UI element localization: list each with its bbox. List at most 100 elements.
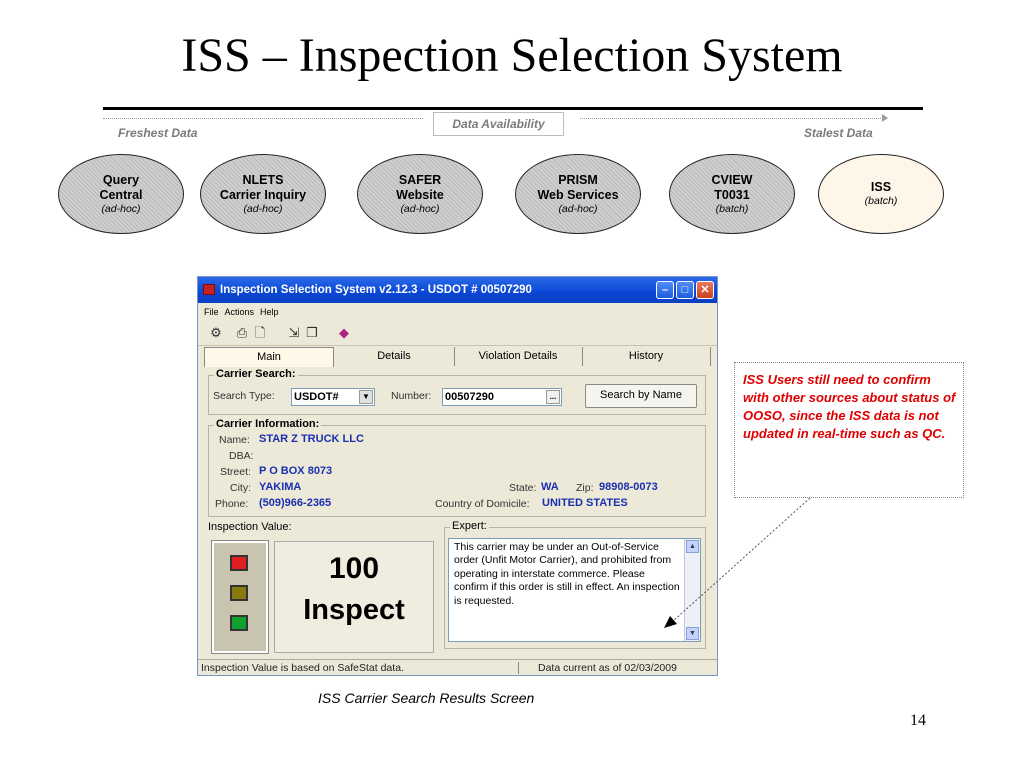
tab-history[interactable]: History bbox=[582, 347, 711, 366]
inspection-value-heading: Inspection Value: bbox=[206, 521, 294, 533]
city-label: City: bbox=[230, 482, 251, 494]
street-label: Street: bbox=[220, 466, 251, 478]
menu-help[interactable]: Help bbox=[260, 307, 279, 317]
tab-details[interactable]: Details bbox=[334, 347, 455, 366]
carrier-street: P O BOX 8073 bbox=[259, 465, 333, 477]
close-button[interactable]: ✕ bbox=[696, 281, 714, 299]
maximize-button[interactable]: □ bbox=[676, 281, 694, 299]
domicile-label: Country of Domicile: bbox=[435, 498, 530, 510]
status-divider bbox=[518, 662, 519, 674]
menu-file[interactable]: File bbox=[204, 307, 219, 317]
title-divider bbox=[103, 107, 923, 110]
carrier-state: WA bbox=[541, 481, 559, 493]
source-oval-cview: CVIEW T0031 (batch) bbox=[669, 154, 795, 234]
users-icon[interactable]: ⚙ bbox=[210, 325, 222, 340]
zip-label: Zip: bbox=[576, 482, 594, 494]
expert-group: Expert: bbox=[444, 520, 706, 649]
yellow-light-icon bbox=[230, 585, 248, 601]
carrier-phone: (509)966-2365 bbox=[259, 497, 332, 509]
tab-violation-details[interactable]: Violation Details bbox=[454, 347, 583, 366]
scroll-up-icon[interactable]: ▲ bbox=[686, 540, 699, 553]
freshest-data-label: Freshest Data bbox=[118, 126, 198, 140]
print-preview-icon[interactable]: 🗋 bbox=[254, 325, 266, 340]
source-oval-iss: ISS (batch) bbox=[818, 154, 944, 234]
source-name-2: T0031 bbox=[714, 187, 750, 202]
search-type-label: Search Type: bbox=[213, 390, 275, 402]
source-name: PRISM bbox=[558, 172, 598, 187]
tab-bar: Main Details Violation Details History bbox=[204, 347, 714, 367]
source-oval-nlets: NLETS Carrier Inquiry (ad-hoc) bbox=[200, 154, 326, 234]
name-label: Name: bbox=[219, 434, 250, 446]
source-name: NLETS bbox=[242, 172, 284, 187]
timeline-line-left bbox=[103, 118, 423, 119]
minimize-button[interactable]: – bbox=[656, 281, 674, 299]
source-frequency: (batch) bbox=[864, 195, 898, 207]
search-type-value: USDOT# bbox=[294, 391, 339, 403]
window-titlebar[interactable]: Inspection Selection System v2.12.3 - US… bbox=[198, 277, 717, 303]
dba-label: DBA: bbox=[229, 450, 254, 462]
menu-bar: File Actions Help bbox=[198, 304, 717, 320]
inspection-value-group: Inspection Value: bbox=[206, 521, 438, 657]
tab-main[interactable]: Main bbox=[204, 347, 334, 367]
number-input[interactable]: 00507290 ... bbox=[442, 388, 562, 406]
menu-actions[interactable]: Actions bbox=[224, 307, 255, 317]
carrier-search-heading: Carrier Search: bbox=[214, 368, 298, 380]
number-label: Number: bbox=[391, 390, 432, 402]
app-icon bbox=[203, 284, 215, 295]
search-type-select[interactable]: USDOT# ▼ bbox=[291, 388, 375, 406]
expert-heading: Expert: bbox=[450, 520, 489, 532]
source-frequency: (ad-hoc) bbox=[243, 202, 283, 215]
stalest-data-label: Stalest Data bbox=[804, 126, 873, 140]
source-name-2: Central bbox=[99, 187, 143, 202]
expert-message: This carrier may be under an Out-of-Serv… bbox=[454, 541, 680, 607]
carrier-name: STAR Z TRUCK LLC bbox=[259, 433, 364, 445]
source-name: SAFER bbox=[398, 172, 442, 187]
source-frequency: (ad-hoc) bbox=[400, 202, 440, 215]
book-icon[interactable]: ◆ bbox=[339, 325, 349, 340]
source-name: Query bbox=[102, 172, 140, 187]
source-frequency: (batch) bbox=[715, 202, 749, 215]
carrier-city: YAKIMA bbox=[259, 481, 302, 493]
window-title: Inspection Selection System v2.12.3 - US… bbox=[220, 284, 532, 296]
source-name-2: Website bbox=[396, 187, 444, 202]
timeline-line-right bbox=[580, 118, 885, 119]
carrier-information-heading: Carrier Information: bbox=[214, 418, 322, 430]
expert-textbox[interactable]: This carrier may be under an Out-of-Serv… bbox=[448, 538, 701, 642]
source-frequency: (ad-hoc) bbox=[101, 202, 141, 215]
phone-label: Phone: bbox=[215, 498, 249, 510]
traffic-light-panel bbox=[211, 540, 269, 654]
print-icon[interactable]: ⎙ bbox=[236, 325, 248, 340]
green-light-icon bbox=[230, 615, 248, 631]
expert-scrollbar[interactable]: ▲ ▼ bbox=[684, 539, 700, 641]
import-icon[interactable]: ⇲ bbox=[288, 325, 300, 340]
source-name: ISS bbox=[870, 180, 892, 194]
inspection-score-panel: 100 Inspect bbox=[274, 541, 434, 653]
source-frequency: (ad-hoc) bbox=[558, 202, 598, 215]
ellipsis-button[interactable]: ... bbox=[546, 390, 560, 404]
minimize-icon: – bbox=[661, 284, 669, 296]
state-label: State: bbox=[509, 482, 537, 494]
scroll-down-icon[interactable]: ▼ bbox=[686, 627, 699, 640]
slide-number: 14 bbox=[910, 712, 926, 729]
copy-icon[interactable]: ❐ bbox=[306, 325, 318, 340]
source-oval-safer: SAFER Website (ad-hoc) bbox=[357, 154, 483, 234]
source-name: CVIEW bbox=[711, 172, 753, 187]
source-oval-query-central: Query Central (ad-hoc) bbox=[58, 154, 184, 234]
carrier-zip: 98908-0073 bbox=[599, 481, 658, 493]
status-right: Data current as of 02/03/2009 bbox=[538, 662, 677, 674]
close-icon: ✕ bbox=[700, 284, 710, 296]
status-left: Inspection Value is based on SafeStat da… bbox=[201, 662, 404, 674]
chevron-down-icon[interactable]: ▼ bbox=[359, 390, 373, 404]
red-light-icon bbox=[230, 555, 248, 571]
slide-title: ISS – Inspection Selection System bbox=[181, 29, 843, 82]
carrier-search-group: Carrier Search: Search Type: USDOT# ▼ Nu… bbox=[208, 368, 706, 415]
screenshot-caption: ISS Carrier Search Results Screen bbox=[318, 690, 535, 706]
inspection-score: 100 bbox=[328, 552, 380, 585]
inspection-recommendation: Inspect bbox=[303, 594, 405, 626]
source-oval-prism: PRISM Web Services (ad-hoc) bbox=[515, 154, 641, 234]
search-by-name-button[interactable]: Search by Name bbox=[585, 384, 697, 408]
callout-note: ISS Users still need to confirm with oth… bbox=[734, 362, 964, 498]
carrier-domicile: UNITED STATES bbox=[542, 497, 628, 509]
timeline-arrow-icon bbox=[882, 114, 888, 122]
